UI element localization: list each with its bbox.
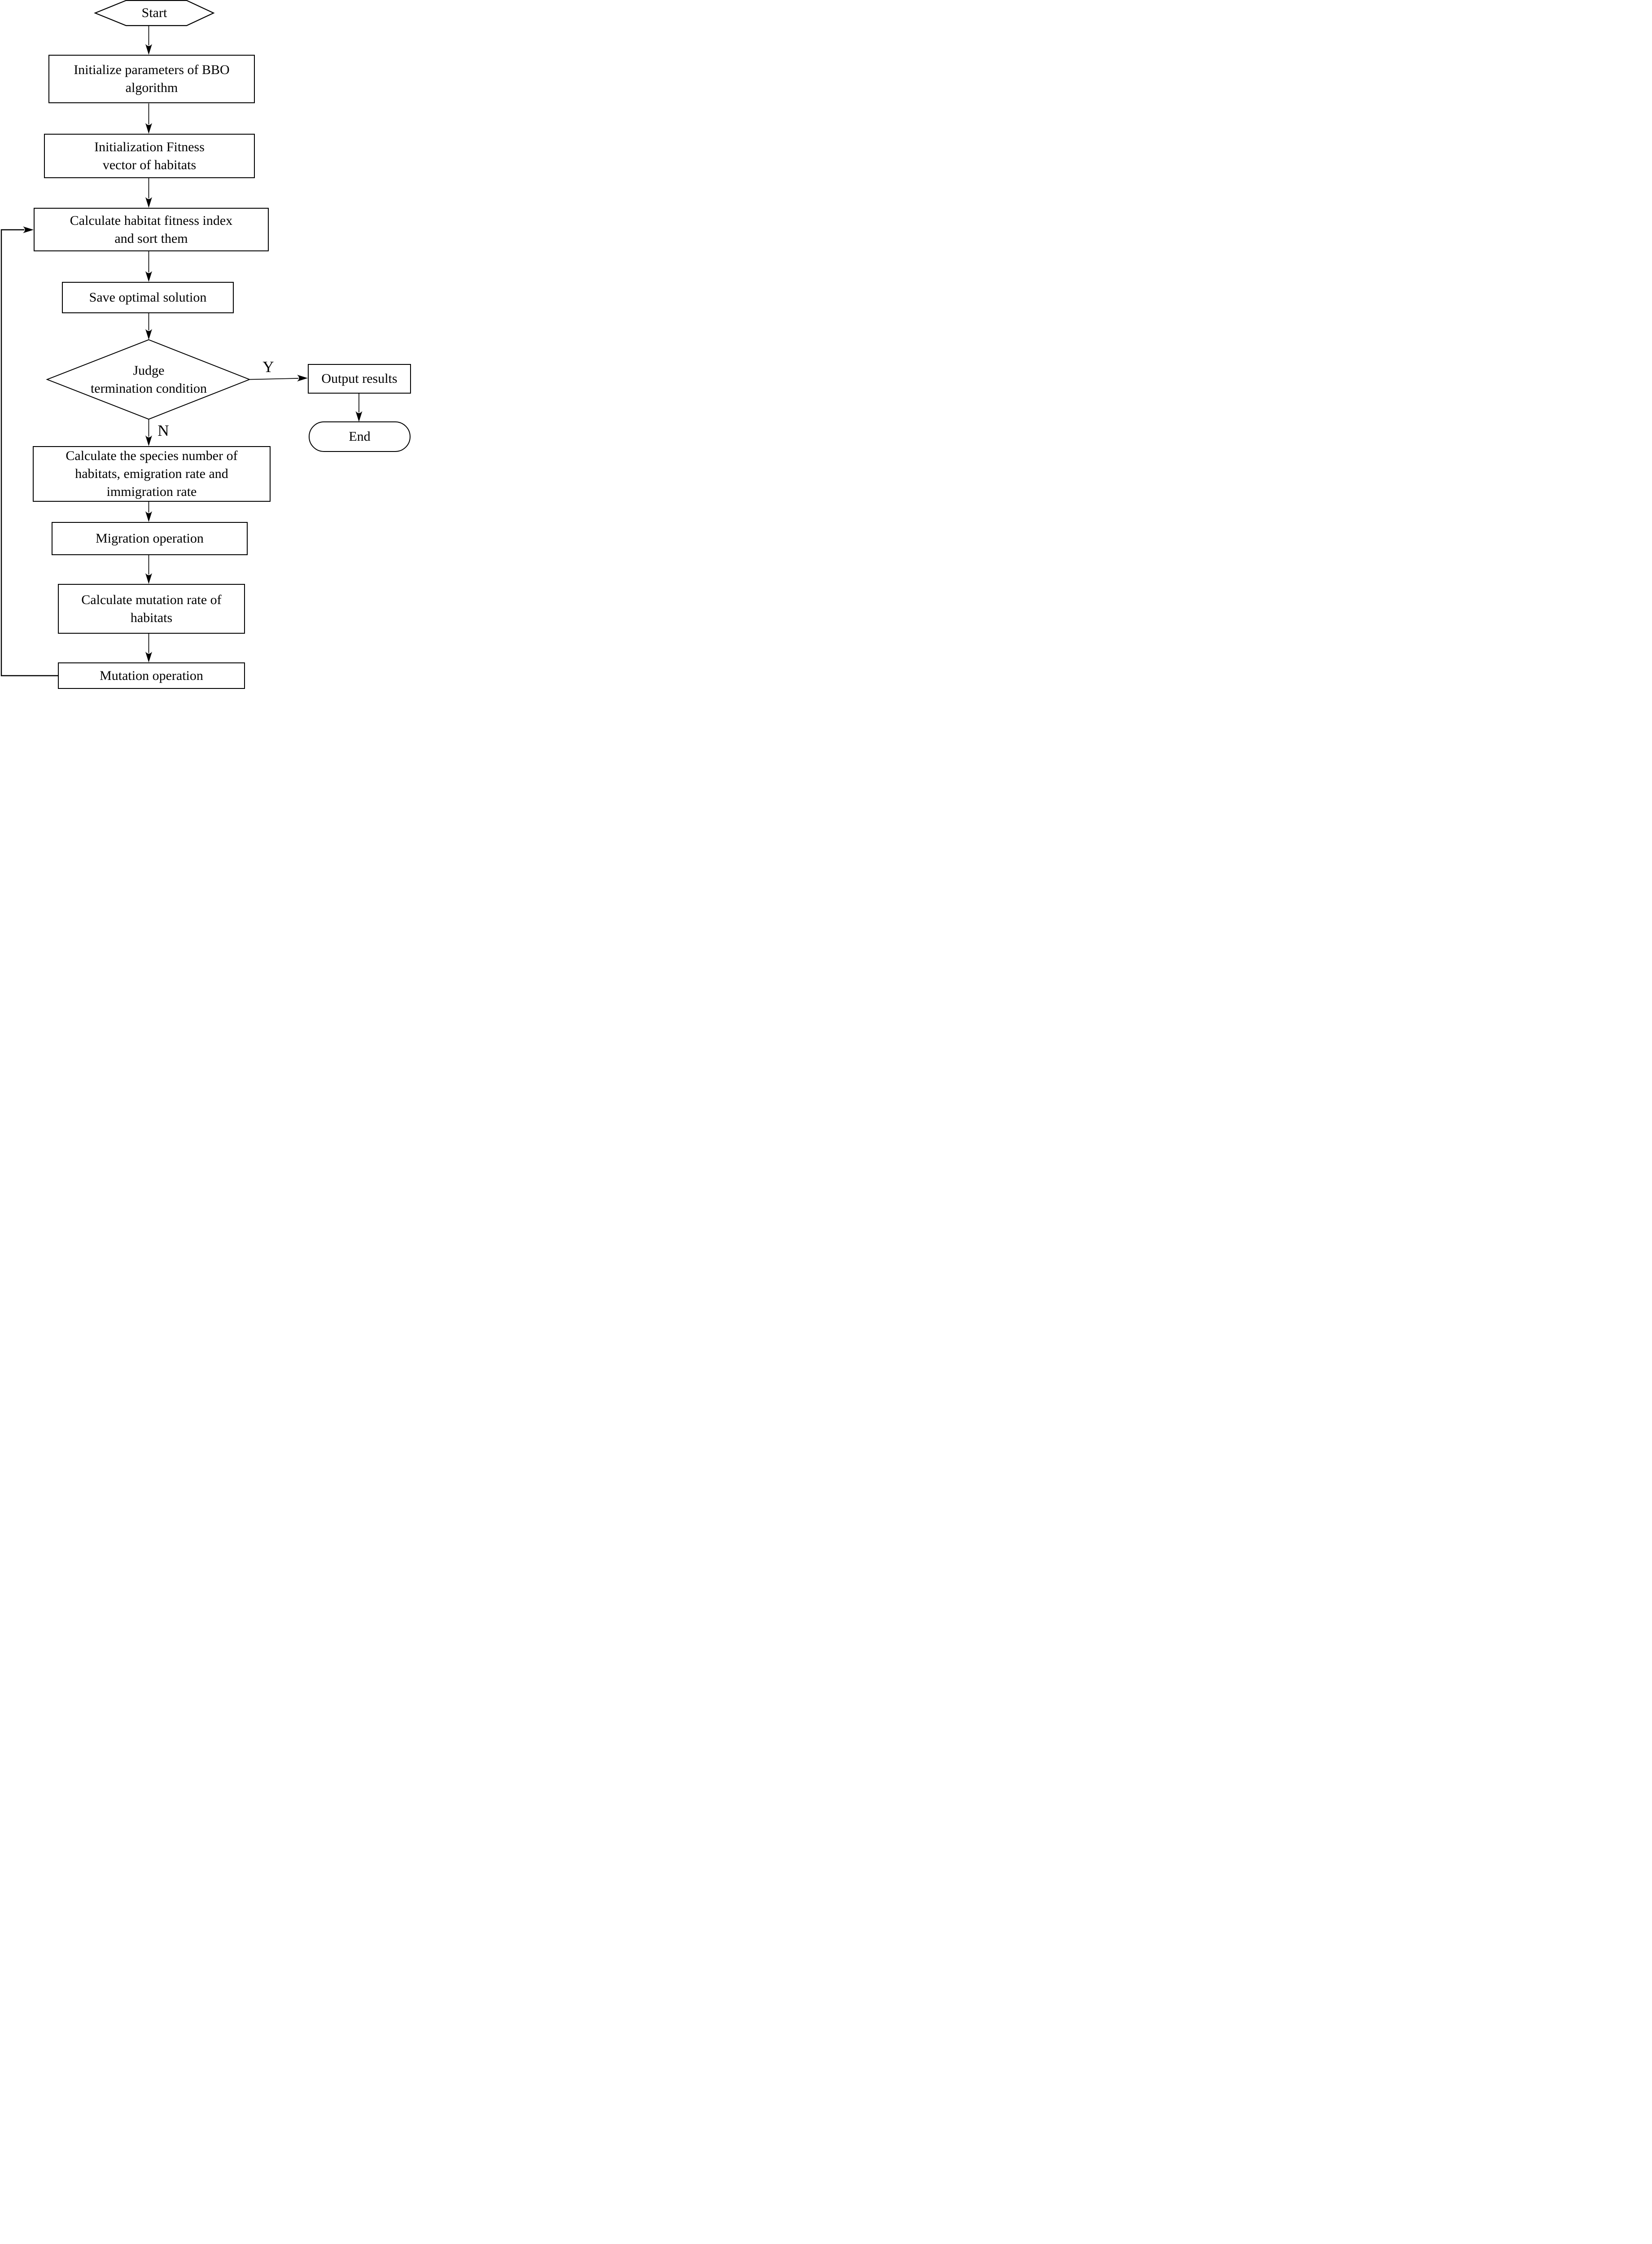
edge-save-optimal-to-judge	[145, 313, 152, 340]
node-end: End	[309, 422, 410, 451]
end-stadium-shape	[309, 421, 411, 452]
edge-start-to-init-params	[145, 26, 152, 55]
edge-init-fitness-to-calc-fitness	[145, 178, 152, 208]
node-save-optimal: Save optimal solution	[62, 282, 234, 313]
arrowhead-icon	[145, 123, 152, 134]
node-calc-species: Calculate the species number of habitats…	[33, 446, 271, 502]
loop-back-connector	[0, 226, 58, 676]
flowchart-connectors	[0, 0, 411, 676]
arrowhead-icon	[297, 375, 308, 381]
node-calc-fitness: Calculate habitat fitness index and sort…	[34, 208, 269, 251]
node-label: Migration operation	[96, 531, 204, 546]
arrowhead-icon	[145, 44, 152, 55]
arrowhead-icon	[145, 573, 152, 584]
edge-migration-to-calc-mutation	[145, 555, 152, 584]
node-judge: Judge termination condition	[63, 354, 235, 405]
edge-output-to-end	[355, 394, 363, 422]
node-label: Calculate mutation rate of habitats	[81, 592, 222, 625]
node-calc-mutation: Calculate mutation rate of habitats	[58, 584, 245, 634]
arrowhead-icon	[145, 652, 152, 662]
node-label: Mutation operation	[100, 668, 203, 683]
start-hexagon-shape	[94, 0, 215, 26]
node-label: Save optimal solution	[89, 290, 207, 305]
node-label: Output results	[321, 371, 398, 386]
node-start: Start	[95, 0, 214, 26]
edge-calc-fitness-to-save-optimal	[145, 251, 152, 282]
node-output-results: Output results	[308, 364, 411, 394]
arrowhead-icon	[23, 226, 34, 233]
node-label: Initialize parameters of BBO algorithm	[74, 62, 230, 95]
no-branch-label: N	[151, 421, 176, 441]
edge-calc-mutation-to-mutation	[145, 634, 152, 662]
yes-branch-label: Y	[256, 357, 281, 377]
edge-judge-no-to-calc-species	[145, 419, 152, 446]
node-migration: Migration operation	[52, 522, 248, 555]
node-label: End	[349, 429, 371, 444]
edge-init-params-to-init-fitness	[145, 103, 152, 134]
node-label: Judge termination condition	[90, 363, 207, 396]
edge-calc-species-to-migration	[145, 502, 152, 522]
node-init-fitness: Initialization Fitness vector of habitat…	[44, 134, 255, 178]
node-label: Calculate habitat fitness index and sort…	[70, 213, 233, 246]
edge-label: N	[157, 422, 169, 439]
arrowhead-icon	[145, 435, 152, 446]
arrowhead-icon	[355, 411, 363, 422]
edge-label: Y	[262, 358, 274, 376]
node-label: Initialization Fitness vector of habitat…	[94, 139, 205, 172]
arrowhead-icon	[145, 271, 152, 282]
arrowhead-icon	[145, 329, 152, 340]
arrowhead-icon	[145, 197, 152, 208]
edge-judge-yes-to-output	[249, 375, 308, 381]
arrowhead-icon	[145, 511, 152, 522]
node-label: Calculate the species number of habitats…	[66, 448, 238, 499]
node-mutation: Mutation operation	[58, 662, 245, 689]
edge-stem	[249, 378, 299, 380]
node-init-params: Initialize parameters of BBO algorithm	[48, 55, 255, 103]
node-label: Start	[141, 5, 167, 20]
flowchart-canvas: Start Initialize parameters of BBO algor…	[0, 0, 413, 689]
edge-stem	[0, 229, 58, 676]
